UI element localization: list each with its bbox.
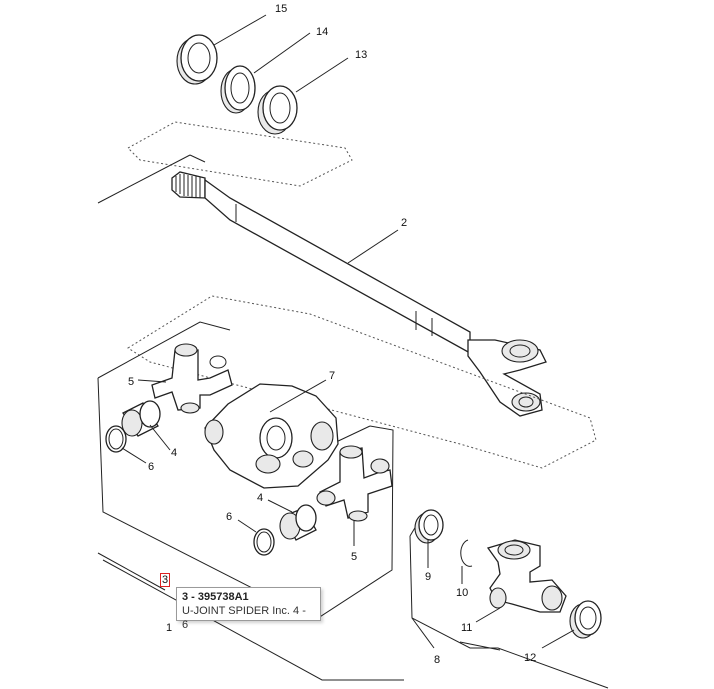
callout-15[interactable]: 15 (275, 3, 287, 15)
svg-text:2: 2 (401, 217, 407, 229)
callout-13[interactable]: 13 (355, 49, 367, 61)
spider-5a-part[interactable] (137, 343, 233, 414)
callout-6-upper[interactable]: 6 (148, 461, 154, 473)
svg-text:6: 6 (226, 511, 232, 523)
svg-text:9: 9 (425, 571, 431, 583)
part-tooltip: 3 - 395738A1 U-JOINT SPIDER Inc. 4 - 6 (176, 587, 321, 631)
svg-text:15: 15 (275, 3, 287, 15)
callout-6-lower[interactable]: 6 (226, 511, 232, 523)
coupling-yoke-7-part[interactable] (204, 379, 339, 489)
callout-12[interactable]: 12 (524, 652, 536, 664)
axle-shaft-2-part[interactable] (97, 154, 547, 417)
seal-13-part[interactable] (257, 57, 349, 135)
svg-text:11: 11 (461, 622, 472, 634)
svg-text:14: 14 (316, 26, 328, 38)
bearing-cap-4a-part[interactable] (121, 400, 171, 451)
stub-yoke-11-part[interactable] (475, 539, 567, 623)
callout-11[interactable]: 11 (461, 622, 472, 634)
svg-text:12: 12 (524, 652, 536, 664)
callout-7[interactable]: 7 (329, 370, 335, 382)
seal-12-part[interactable] (541, 600, 602, 649)
svg-text:10: 10 (456, 587, 468, 599)
svg-text:4: 4 (257, 492, 263, 504)
bearing-cap-4b-part[interactable] (267, 499, 317, 541)
callout-4-lower[interactable]: 4 (257, 492, 263, 504)
callout-8[interactable]: 8 (434, 654, 440, 666)
spider-5b-part[interactable] (316, 445, 393, 546)
callout-5-upper[interactable]: 5 (128, 376, 134, 388)
svg-text:13: 13 (355, 49, 367, 61)
svg-text:5: 5 (351, 551, 357, 563)
svg-text:6: 6 (148, 461, 154, 473)
tooltip-part-number: 3 - 395738A1 (182, 591, 249, 603)
svg-text:1: 1 (166, 622, 172, 634)
tooltip-part-description: U-JOINT SPIDER Inc. 4 - 6 (182, 605, 306, 631)
bearing-15-part[interactable] (176, 14, 267, 85)
snap-ring-10-part[interactable] (460, 539, 473, 584)
callout-5-lower[interactable]: 5 (351, 551, 357, 563)
svg-text:5: 5 (128, 376, 134, 388)
ring-9-part[interactable] (414, 509, 444, 568)
callout-10[interactable]: 10 (456, 587, 468, 599)
callout-1[interactable]: 1 (166, 622, 172, 634)
svg-text:8: 8 (434, 654, 440, 666)
callout-14[interactable]: 14 (316, 26, 328, 38)
snap-ring-6b-part[interactable] (237, 519, 275, 556)
svg-text:4: 4 (171, 447, 177, 459)
svg-text:7: 7 (329, 370, 335, 382)
callout-4-upper[interactable]: 4 (171, 447, 177, 459)
callout-9[interactable]: 9 (425, 571, 431, 583)
callout-3-highlighted[interactable]: 3 (160, 573, 170, 587)
callout-2[interactable]: 2 (401, 217, 407, 229)
seal-14-part[interactable] (220, 32, 311, 114)
snap-ring-6a-part[interactable] (105, 425, 147, 464)
